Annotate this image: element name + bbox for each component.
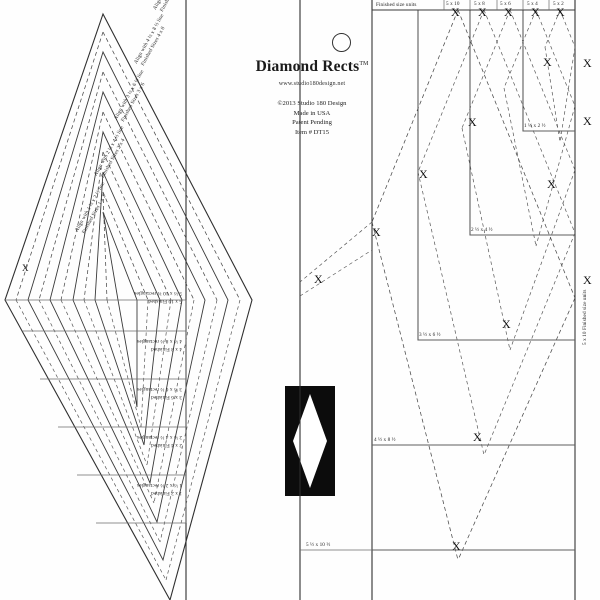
cut-size-label-5: 5 ½ x 10 ½ [306, 542, 331, 548]
x-mark: X [473, 430, 482, 444]
cut-size-label-4: 4 ½ x 8 ½ [374, 437, 396, 443]
x-mark: X [419, 167, 428, 181]
page-title: Diamond RectsTM [232, 58, 392, 76]
x-mark: X [478, 5, 487, 19]
x-mark: X [543, 55, 552, 69]
x-mark: X [372, 225, 381, 239]
x-mark: X [314, 272, 323, 286]
x-mark: X [531, 5, 540, 19]
cut-size-label-2: 2 ½ x 4 ½ [471, 227, 493, 233]
x-mark: X [556, 5, 565, 19]
origin-line: Made in USA [293, 109, 331, 117]
x-mark: X [547, 177, 556, 191]
cut-size-label-3: 3 ½ x 6 ½ [419, 332, 441, 338]
cut-size-label-1: 1 ½ x 2 ½ [524, 123, 546, 129]
x-mark: X [504, 5, 513, 19]
x-mark: X [583, 273, 592, 287]
brand-name: Diamond Rects [255, 58, 360, 75]
x-mark: X [468, 115, 477, 129]
hang-hole-icon [332, 33, 351, 52]
right-panel-header: Finished size units [376, 2, 417, 8]
patent-line: Patent Pending [292, 119, 332, 126]
item-number-line: Item # DT15 [294, 128, 330, 136]
x-mark: X [451, 5, 460, 19]
x-mark: X [502, 317, 511, 331]
x-mark: X [583, 114, 592, 128]
x-mark: X [583, 56, 592, 70]
diamond-logo [285, 386, 335, 496]
x-mark: X [22, 263, 29, 273]
top-scale-label-4: 5 x 4 [527, 1, 538, 7]
x-mark: X [452, 539, 461, 553]
credits-block: ©2013 Studio 180 Design Made in USA Pate… [232, 99, 392, 137]
top-scale-label-1: 5 x 10 [446, 1, 460, 7]
trademark-mark: TM [359, 60, 369, 67]
top-scale-label-5: 5 x 2 [553, 1, 564, 7]
top-scale-label-2: 5 x 8 [474, 1, 485, 7]
right-edge-label: 5 x 10 Finished size units [582, 289, 588, 345]
website-url: www.studio180design.net [278, 80, 346, 87]
top-scale-label-3: 5 x 6 [500, 1, 511, 7]
copyright-line: ©2013 Studio 180 Design [277, 100, 347, 107]
title-block: Diamond RectsTM www.studio180design.net … [232, 58, 392, 137]
